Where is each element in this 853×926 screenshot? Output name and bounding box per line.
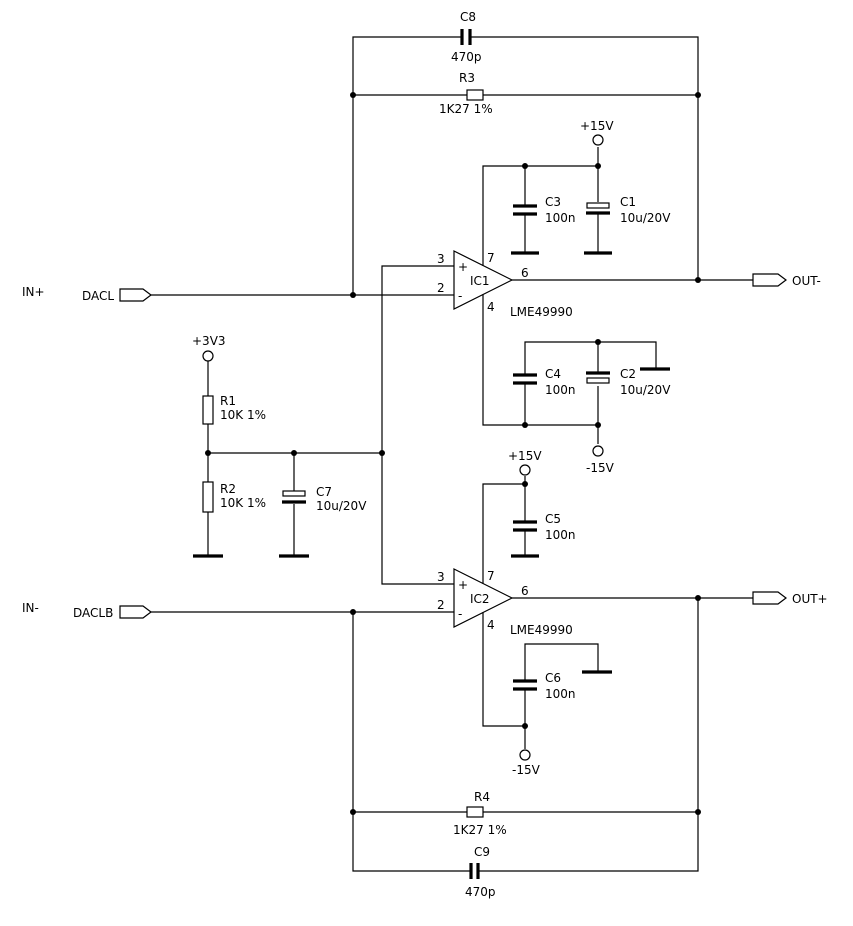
capacitor-c1: [586, 202, 610, 215]
capacitor-c5: [513, 520, 537, 532]
c7-value: 10u/20V: [316, 499, 367, 513]
c4-value: 100n: [545, 383, 576, 397]
vp-top-label: +15V: [580, 119, 614, 133]
ic1-ref: IC1: [470, 274, 490, 288]
r1-value: 10K 1%: [220, 408, 266, 422]
c6-ref: C6: [545, 671, 561, 685]
c8-value: 470p: [451, 50, 482, 64]
dacl-port: [119, 288, 152, 302]
c2-ref: C2: [620, 367, 636, 381]
in-plus-label: IN+: [22, 285, 45, 299]
ic2-ref: IC2: [470, 592, 490, 606]
c5-value: 100n: [545, 528, 576, 542]
resistor-r3: [466, 89, 484, 101]
capacitor-c8: [460, 29, 472, 45]
vn-top-terminal: [592, 445, 604, 457]
out-minus-label: OUT-: [792, 274, 821, 288]
out-plus-port: [752, 591, 787, 605]
in-minus-label: IN-: [22, 601, 39, 615]
ic1-stage: [119, 29, 787, 457]
r1-ref: R1: [220, 394, 236, 408]
daclb-label: DACLB: [73, 606, 113, 620]
r2-value: 10K 1%: [220, 496, 266, 510]
ic1-pin-vp: 7: [487, 251, 495, 265]
c3-ref: C3: [545, 195, 561, 209]
v3v3-terminal: [202, 350, 214, 362]
ic1-pin-minus: 2: [437, 281, 445, 295]
capacitor-c9: [469, 863, 480, 879]
ic2-stage: [119, 453, 787, 879]
vn-top-label: -15V: [586, 461, 615, 475]
vp-bot-label: +15V: [508, 449, 542, 463]
ic1-pin-plus: 3: [437, 252, 445, 266]
c2-value: 10u/20V: [620, 383, 671, 397]
capacitor-c4: [513, 373, 537, 385]
ic1-sign-plus: +: [458, 260, 468, 274]
c9-ref: C9: [474, 845, 490, 859]
ic2-pin-vp: 7: [487, 569, 495, 583]
vn-bot-terminal: [519, 749, 531, 761]
c6-value: 100n: [545, 687, 576, 701]
ic1-part: LME49990: [510, 305, 573, 319]
c4-ref: C4: [545, 367, 561, 381]
ic2-pin-minus: 2: [437, 598, 445, 612]
daclb-port: [119, 605, 152, 619]
v3v3-label: +3V3: [192, 334, 226, 348]
ic1-pin-out: 6: [521, 266, 529, 280]
r2-ref: R2: [220, 482, 236, 496]
ic1-sign-minus: -: [458, 289, 462, 303]
c1-ref: C1: [620, 195, 636, 209]
capacitor-c7: [282, 490, 306, 504]
r4-value: 1K27 1%: [453, 823, 507, 837]
vn-bot-label: -15V: [512, 763, 541, 777]
ic2-sign-minus: -: [458, 607, 462, 621]
out-minus-port: [752, 273, 787, 287]
r4-ref: R4: [474, 790, 490, 804]
resistor-r1: [202, 395, 214, 425]
capacitor-c2: [586, 371, 610, 384]
dacl-label: DACL: [82, 289, 114, 303]
vp-bot-terminal: [519, 464, 531, 476]
capacitor-c6: [513, 679, 537, 691]
r3-value: 1K27 1%: [439, 102, 493, 116]
c8-ref: C8: [460, 10, 476, 24]
capacitor-c3: [513, 204, 537, 216]
r3-ref: R3: [459, 71, 475, 85]
ic2-pin-vn: 4: [487, 618, 495, 632]
bias-network: [193, 350, 385, 558]
c1-value: 10u/20V: [620, 211, 671, 225]
out-plus-label: OUT+: [792, 592, 828, 606]
labels: C8 470p R3 1K27 1% +15V C3 100n C1 10u/2…: [22, 10, 828, 899]
ic2-pin-plus: 3: [437, 570, 445, 584]
ic2-pin-out: 6: [521, 584, 529, 598]
c7-ref: C7: [316, 485, 332, 499]
c3-value: 100n: [545, 211, 576, 225]
c5-ref: C5: [545, 512, 561, 526]
ic2-sign-plus: +: [458, 578, 468, 592]
resistor-r4: [466, 806, 484, 818]
ic2-part: LME49990: [510, 623, 573, 637]
ic1-pin-vn: 4: [487, 300, 495, 314]
c9-value: 470p: [465, 885, 496, 899]
vp-top-terminal: [592, 134, 604, 146]
resistor-r2: [202, 481, 214, 513]
